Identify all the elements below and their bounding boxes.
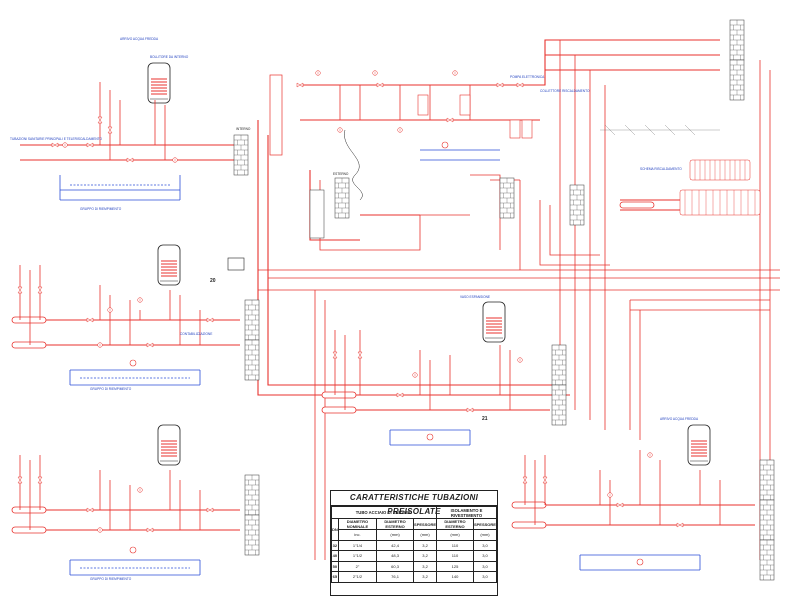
- label-contabilizzazione: CONTABILIZZAZIONE: [180, 332, 212, 336]
- label-esterno: ESTERNO: [333, 172, 349, 176]
- col-thickness: SPESSORE: [413, 518, 438, 530]
- label-radiatore: SCHEMA RISCALDAMENTO: [640, 167, 682, 171]
- unit-mm-1: (mm): [376, 529, 415, 541]
- unit-bottom-right: ARRIVO ACQUA FREDDA: [511, 417, 775, 581]
- col-external-2: DIAMETRO ESTERNO: [436, 518, 474, 530]
- mid-walls: ESTERNO: [309, 172, 585, 239]
- label-pompa: POMPA ELETTRONICA: [510, 75, 545, 79]
- unit-bottom-left: GRUPPO DI RIEMPIMENTO: [11, 424, 260, 581]
- cell-thk: 3,2: [413, 539, 438, 551]
- label-vaso-espansione: VASO ESPANSIONE: [460, 295, 490, 299]
- wall-top-right: [729, 19, 745, 61]
- central-distribution: [309, 170, 760, 270]
- unit-mm-3: (mm): [436, 529, 474, 541]
- cell-thk2: 3,0: [472, 560, 498, 572]
- label-gruppo-riempimento-3: GRUPPO DI RIEMPIMENTO: [90, 577, 132, 581]
- pipe-spec-grid: TUBO ACCIAIO DI SERVIZIO ISOLAMENTO E RI…: [330, 506, 498, 583]
- cell-ext2: 125: [436, 560, 474, 572]
- radiator-unit: SCHEMA RISCALDAMENTO: [619, 159, 761, 216]
- unit-inc: inc.: [337, 529, 378, 541]
- unit-mm-4: (mm): [472, 529, 498, 541]
- cell-dn: 50: [331, 560, 339, 572]
- label-tubazioni: TUBAZIONI SANITARIE PRINCIPALI E TELERIS…: [10, 137, 103, 141]
- unit-mid-left: 20 GRUPPO DI RIEMPIMENTO CONTABILIZZAZIO…: [11, 244, 260, 391]
- cell-inc: 2": [337, 560, 378, 572]
- cell-inc: 1"1/2: [337, 550, 378, 562]
- cell-ext2: 110: [436, 550, 474, 562]
- pipe-spec-table: CARATTERISTICHE TUBAZIONI PREISOLATE TUB…: [330, 490, 498, 596]
- cell-thk: 3,2: [413, 560, 438, 572]
- unit-mm-2: (mm): [413, 529, 438, 541]
- cell-thk2: 3,0: [472, 550, 498, 562]
- cell-ext: 60,3: [376, 560, 415, 572]
- label-acqua-fredda: ARRIVO ACQUA FREDDA: [120, 37, 159, 41]
- label-interno: INTERNO: [236, 127, 251, 131]
- label-collettore: COLLETTORE RISCALDAMENTO: [540, 89, 590, 93]
- label-gruppo-riempimento: GRUPPO DI RIEMPIMENTO: [80, 207, 122, 211]
- cell-thk2: 3,0: [472, 539, 498, 551]
- table-row: 32 1"1/4 42,4 3,2 110 3,0: [331, 539, 498, 551]
- unit-centre: 21 VASO ESPANSIONE: [321, 295, 567, 446]
- cell-ext: 42,4: [376, 539, 415, 551]
- flexible-hose: [344, 129, 363, 201]
- cell-thk2: 3,0: [472, 571, 498, 583]
- cell-ext2: 140: [436, 571, 474, 583]
- label-num-21: 21: [482, 416, 488, 422]
- table-row: 50 2" 60,3 3,2 125 3,0: [331, 560, 498, 572]
- table-row: 65 2"1/2 76,1 3,2 140 3,0: [331, 571, 498, 583]
- ground-hatch: [600, 124, 720, 136]
- wall-top-right-2: [729, 59, 745, 101]
- cell-dn: 65: [331, 571, 339, 583]
- group-insulation-header: ISOLAMENTO E RIVESTIMENTO: [436, 506, 497, 519]
- unit-top-left: ARRIVO ACQUA FREDDA TUBAZIONI SANITARIE …: [10, 37, 251, 211]
- cell-dn: 32: [331, 539, 339, 551]
- col-external: DIAMETRO ESTERNO: [376, 518, 415, 530]
- label-num-20: 20: [210, 278, 216, 284]
- table-row: 40 1"1/2 48,3 3,2 110 3,0: [331, 550, 498, 562]
- col-dn: DN: [331, 518, 339, 541]
- cell-thk: 3,2: [413, 550, 438, 562]
- label-acqua-fredda-2: ARRIVO ACQUA FREDDA: [660, 417, 699, 421]
- cell-inc: 1"1/4: [337, 539, 378, 551]
- unit-top-centre: POMPA ELETTRONICA COLLETTORE RISCALDAMEN…: [269, 70, 590, 161]
- col-nominal: DIAMETRO NOMINALE: [337, 518, 378, 530]
- cell-thk: 3,2: [413, 571, 438, 583]
- cell-dn: 40: [331, 550, 339, 562]
- cell-ext: 48,3: [376, 550, 415, 562]
- cell-inc: 2"1/2: [337, 571, 378, 583]
- cell-ext2: 110: [436, 539, 474, 551]
- label-gruppo-riempimento-2: GRUPPO DI RIEMPIMENTO: [90, 387, 132, 391]
- cell-ext: 76,1: [376, 571, 415, 583]
- col-thickness-2: SPESSORE: [472, 518, 498, 530]
- label-bollitore: BOLLITORE DA INTERNO: [150, 55, 189, 59]
- pipe-table-title: CARATTERISTICHE TUBAZIONI PREISOLATE: [331, 491, 497, 516]
